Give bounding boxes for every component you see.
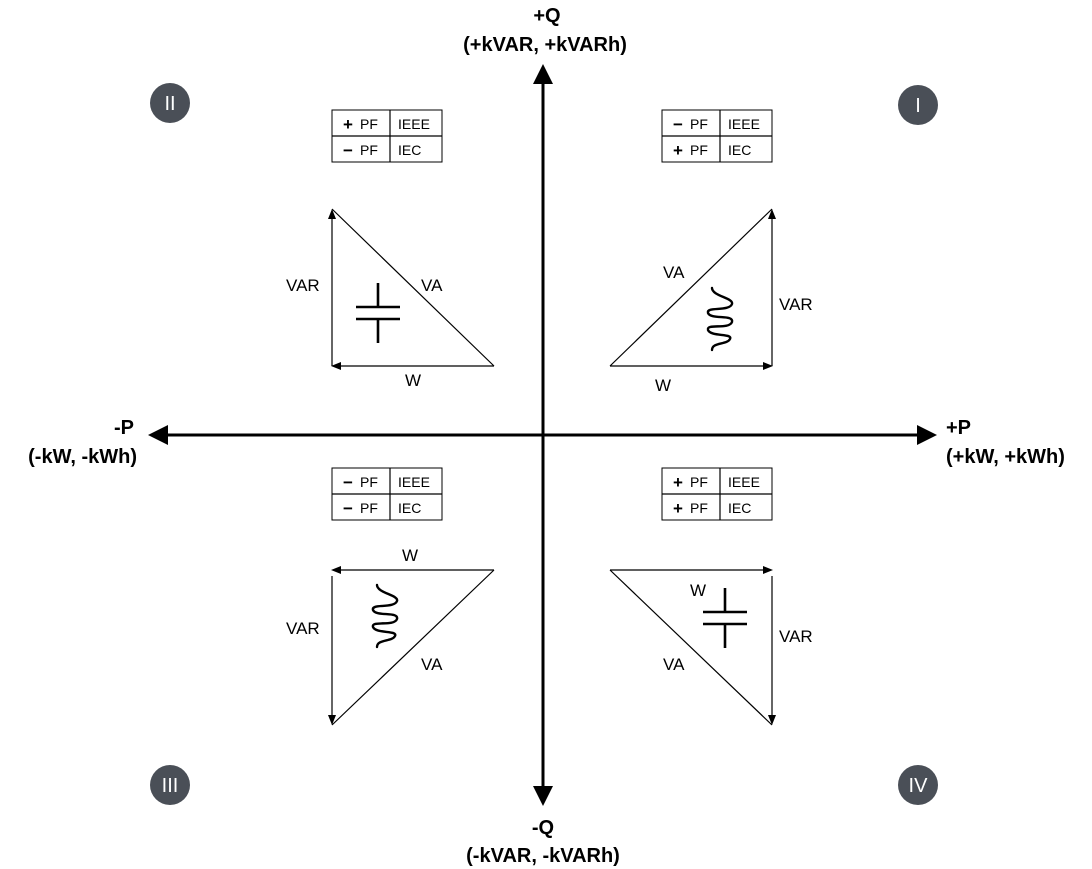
svg-text:III: III [162, 775, 179, 797]
pf-standard: IEEE [728, 474, 760, 490]
horizontal-axis [148, 425, 937, 445]
power-triangle-IV: VAR VA W [609, 566, 813, 726]
pf-label: PF [690, 474, 708, 490]
pf-sign: + [673, 141, 683, 160]
up-arrow-icon [533, 64, 553, 84]
pf-label: PF [360, 116, 378, 132]
va-label: VA [421, 276, 443, 295]
axis-top-label-1: +Q [533, 5, 560, 27]
inductor-icon [371, 583, 399, 649]
pf-standard: IEEE [398, 116, 430, 132]
pf-sign: + [673, 473, 683, 492]
pf-sign: − [343, 499, 353, 518]
var-label: VAR [779, 295, 813, 314]
pf-standard: IEC [398, 142, 421, 158]
pf-sign: − [673, 115, 683, 134]
pf-table-II: + PF IEEE − PF IEC [331, 109, 443, 163]
va-label: VA [421, 655, 443, 674]
pf-standard: IEC [728, 142, 751, 158]
w-label: W [690, 581, 706, 600]
down-arrow-icon [533, 786, 553, 806]
axis-bottom-label-1: -Q [532, 817, 554, 839]
axis-top-label-2: (+kVAR, +kVARh) [463, 34, 627, 56]
pf-label: PF [360, 500, 378, 516]
pf-sign: − [343, 473, 353, 492]
pf-label: PF [360, 474, 378, 490]
pf-standard: IEC [728, 500, 751, 516]
pf-table-IV: + PF IEEE + PF IEC [661, 467, 773, 521]
pf-label: PF [360, 142, 378, 158]
capacitor-icon [703, 588, 747, 648]
axis-bottom-label-2: (-kVAR, -kVARh) [466, 845, 620, 867]
va-label: VA [663, 263, 685, 282]
quadrant-badge-IV: IV [898, 765, 938, 805]
pf-standard: IEEE [728, 116, 760, 132]
pf-label: PF [690, 142, 708, 158]
pf-sign: − [343, 141, 353, 160]
axis-right-label-2: (+kW, +kWh) [946, 446, 1065, 468]
svg-text:II: II [164, 93, 175, 115]
power-triangle-I: VAR VA W [609, 208, 813, 395]
pf-table-I: − PF IEEE + PF IEC [661, 109, 773, 163]
pf-sign: + [343, 115, 353, 134]
inductor-icon [706, 286, 734, 352]
left-arrow-icon [148, 425, 168, 445]
power-triangle-II: VAR VA W [286, 208, 495, 390]
capacitor-icon [356, 283, 400, 343]
w-label: W [405, 371, 421, 390]
w-label: W [655, 376, 671, 395]
pf-standard: IEC [398, 500, 421, 516]
pf-label: PF [690, 500, 708, 516]
va-label: VA [663, 655, 685, 674]
axis-left-label-1: -P [114, 417, 134, 439]
svg-text:IV: IV [909, 775, 929, 797]
axis-right-label-1: +P [946, 417, 971, 439]
pf-label: PF [690, 116, 708, 132]
axis-left-label-2: (-kW, -kWh) [28, 446, 137, 468]
power-triangle-III: VAR VA W [286, 546, 495, 726]
var-label: VAR [779, 627, 813, 646]
pf-sign: + [673, 499, 683, 518]
right-arrow-icon [917, 425, 937, 445]
quadrant-badge-I: I [898, 85, 938, 125]
var-label: VAR [286, 619, 320, 638]
pf-table-III: − PF IEEE − PF IEC [331, 467, 443, 521]
quadrant-badge-II: II [150, 83, 190, 123]
w-label: W [402, 546, 418, 565]
pf-standard: IEEE [398, 474, 430, 490]
svg-text:I: I [915, 95, 921, 117]
quadrant-badge-III: III [150, 765, 190, 805]
var-label: VAR [286, 276, 320, 295]
